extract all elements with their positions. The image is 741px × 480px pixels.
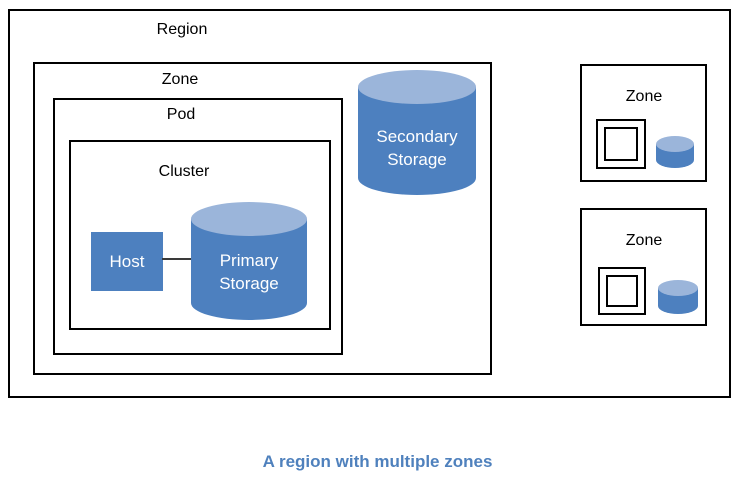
storage-cylinder-icon [656,136,694,168]
secondary-storage-cylinder: Secondary Storage [358,70,476,195]
storage-cylinder-icon [658,280,698,314]
zone-label-right-2: Zone [625,232,663,249]
secondary-storage-label: Secondary Storage [358,125,476,171]
zone-box-right-1 [580,64,707,182]
cylinder-icon [358,70,476,195]
secondary-storage-line1: Secondary [376,127,458,146]
host-label: Host [109,251,145,271]
cluster-in-pod-icon [604,127,638,161]
region-label: Region [156,21,208,38]
host-node: Host [91,232,163,291]
zone-label-main: Zone [161,71,199,88]
cylinder-icon [191,202,307,320]
primary-storage-cylinder: Primary Storage [191,202,307,320]
region-box [8,9,731,398]
zone-label-right-1: Zone [625,88,663,105]
pod-label: Pod [166,106,196,123]
host-storage-connector [162,258,192,260]
cluster-box [69,140,331,330]
pod-box [53,98,343,355]
zone-box-right-2 [580,208,707,326]
primary-storage-line2: Storage [219,274,279,293]
primary-storage-label: Primary Storage [191,249,307,295]
zone-box-main [33,62,492,375]
caption: A region with multiple zones [262,452,493,471]
cluster-in-pod-icon [606,275,638,307]
cluster-label: Cluster [158,163,210,180]
primary-storage-line1: Primary [219,251,279,270]
secondary-storage-line2: Storage [387,150,447,169]
